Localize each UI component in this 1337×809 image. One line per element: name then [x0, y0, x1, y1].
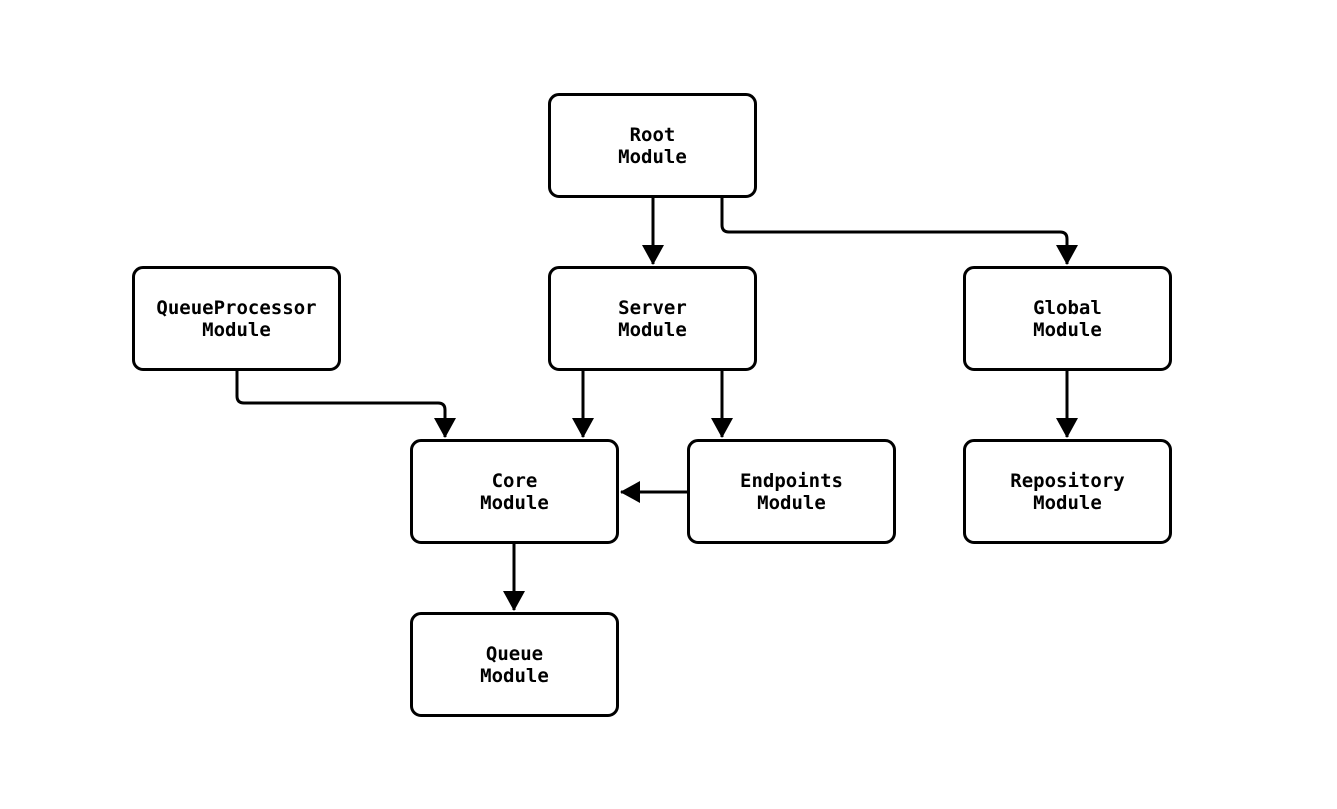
node-root-module: Root Module	[548, 93, 757, 198]
node-label: Core	[491, 469, 538, 492]
node-label: Module	[480, 664, 549, 687]
node-core-module: Core Module	[410, 439, 619, 544]
node-label: Queue	[485, 642, 544, 665]
node-label: Module	[618, 145, 687, 168]
node-server-module: Server Module	[548, 266, 757, 371]
node-label: Global	[1033, 296, 1102, 319]
node-label: Repository	[1010, 469, 1125, 492]
node-global-module: Global Module	[963, 266, 1172, 371]
node-label: Module	[1033, 491, 1102, 514]
node-label: Module	[1033, 318, 1102, 341]
node-label: Endpoints	[740, 469, 843, 492]
node-label: Module	[757, 491, 826, 514]
node-label: Module	[618, 318, 687, 341]
node-repository-module: Repository Module	[963, 439, 1172, 544]
node-endpoints-module: Endpoints Module	[687, 439, 896, 544]
edge-queueprocessor-to-core	[235, 371, 456, 438]
node-label: QueueProcessor	[156, 296, 317, 319]
node-queue-module: Queue Module	[410, 612, 619, 717]
edge-root-to-global	[720, 198, 1078, 265]
node-label: Root	[629, 123, 676, 146]
node-label: Module	[202, 318, 271, 341]
node-queueprocessor-module: QueueProcessor Module	[132, 266, 341, 371]
node-label: Module	[480, 491, 549, 514]
node-label: Server	[618, 296, 687, 319]
